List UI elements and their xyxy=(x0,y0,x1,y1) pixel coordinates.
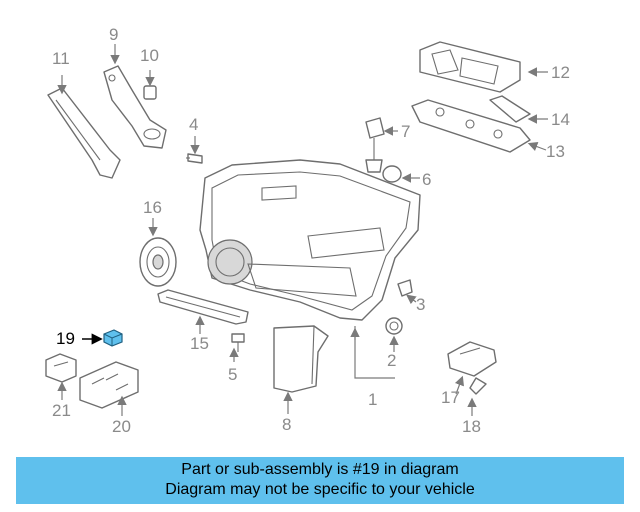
callout-21: 21 xyxy=(52,401,71,420)
part-17-switch xyxy=(447,341,497,395)
callout-4: 4 xyxy=(189,115,199,134)
banner-line-disclaimer: Diagram may not be specific to your vehi… xyxy=(165,481,475,498)
part-2-grommet xyxy=(385,317,403,352)
part-16-speaker xyxy=(139,218,177,287)
callout-6: 6 xyxy=(422,170,432,189)
part-5-screw xyxy=(229,333,245,362)
callout-20: 20 xyxy=(112,417,131,436)
callout-18: 18 xyxy=(462,417,481,436)
callout-3: 3 xyxy=(416,295,426,314)
callout-2: 2 xyxy=(387,351,397,370)
callout-14: 14 xyxy=(551,110,570,129)
callout-5: 5 xyxy=(228,365,238,384)
part-15-trim-strip xyxy=(157,289,249,334)
callout-7: 7 xyxy=(401,122,411,141)
callout-13: 13 xyxy=(546,142,565,161)
callout-11: 11 xyxy=(52,49,70,68)
part-4-screw xyxy=(186,136,203,164)
part-9-bracket xyxy=(103,44,167,149)
parts-diagram xyxy=(45,41,548,416)
callout-15: 15 xyxy=(190,334,209,353)
part-13-armrest-bracket xyxy=(411,99,547,153)
part-6-cap xyxy=(382,165,420,183)
callout-9: 9 xyxy=(109,25,119,44)
part-11-pull-handle xyxy=(47,75,121,179)
callout-10: 10 xyxy=(140,46,159,65)
part-18-bulb xyxy=(467,377,487,416)
part-7-lock-knob xyxy=(365,117,398,173)
part-12-switch-panel xyxy=(419,41,548,93)
callout-1: 1 xyxy=(368,390,378,409)
callout-19: 19 xyxy=(56,329,75,348)
part-19-highlighted-component xyxy=(82,329,123,347)
callout-17: 17 xyxy=(441,388,460,407)
callout-8: 8 xyxy=(282,415,292,434)
part-1-door-trim-panel xyxy=(199,159,421,379)
part-3-clip xyxy=(397,279,417,305)
part-21-switch xyxy=(45,353,77,400)
callout-12: 12 xyxy=(551,63,570,82)
part-10-clip xyxy=(143,70,157,100)
part-20-window-switch xyxy=(79,361,139,416)
callout-16: 16 xyxy=(143,198,162,217)
banner-line-part: Part or sub-assembly is #19 in diagram xyxy=(181,461,459,478)
info-banner: Part or sub-assembly is #19 in diagram D… xyxy=(16,457,624,504)
part-8-pocket xyxy=(273,325,329,414)
part-14-bezel xyxy=(489,95,548,124)
